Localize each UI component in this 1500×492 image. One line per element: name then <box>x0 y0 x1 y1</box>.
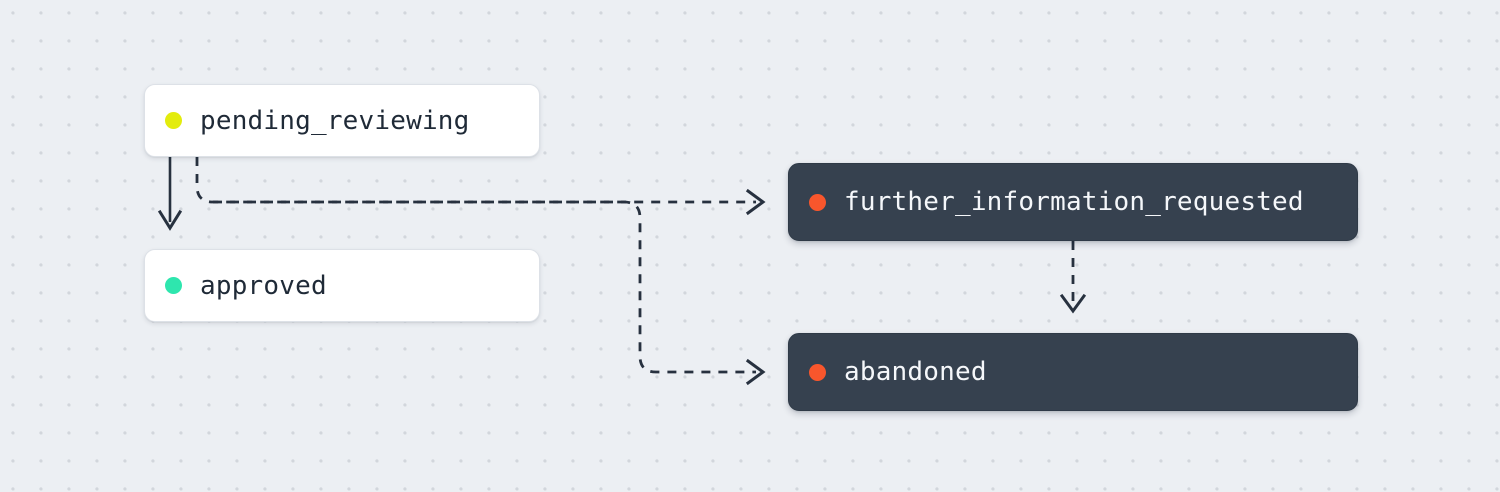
status-dot-pending-reviewing <box>165 112 182 129</box>
node-label-abandoned: abandoned <box>844 357 987 387</box>
status-dot-abandoned <box>809 363 826 381</box>
node-label-approved: approved <box>200 270 327 301</box>
node-pending-reviewing[interactable]: pending_reviewing <box>144 84 540 157</box>
status-dot-further-information-requested <box>809 193 826 211</box>
edge-pending-to-further-information-requested <box>195 157 766 216</box>
node-label-further-information-requested: further_information_requested <box>844 187 1304 217</box>
node-label-pending-reviewing: pending_reviewing <box>200 105 470 136</box>
edge-pending-to-approved <box>157 157 183 231</box>
node-approved[interactable]: approved <box>144 249 540 322</box>
edge-further-information-requested-to-abandoned <box>1059 241 1087 314</box>
node-abandoned[interactable]: abandoned <box>788 333 1358 411</box>
status-dot-approved <box>165 277 182 294</box>
node-further-information-requested[interactable]: further_information_requested <box>788 163 1358 241</box>
